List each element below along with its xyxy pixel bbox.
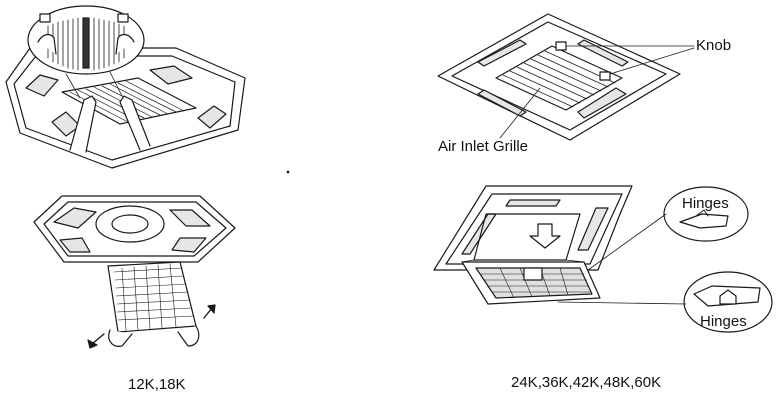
stray-dot (286, 170, 290, 174)
hinges-label-top: Hinges (682, 195, 729, 212)
top-left-panel-illustration (5, 5, 246, 169)
caption-right-models: 24K,36K,42K,48K,60K (511, 374, 662, 391)
top-right-panel-illustration (437, 13, 695, 141)
air-inlet-grille-label: Air Inlet Grille (438, 138, 529, 155)
knob-label: Knob (696, 37, 732, 54)
bottom-left-panel-illustration (33, 195, 236, 349)
bottom-right-panel-illustration (433, 185, 773, 333)
grille-leader-line (499, 87, 541, 139)
caption-left-models: 12K,18K (128, 376, 186, 393)
knob-leader-line-2 (609, 47, 695, 75)
hinges-label-bottom: Hinges (700, 313, 747, 330)
